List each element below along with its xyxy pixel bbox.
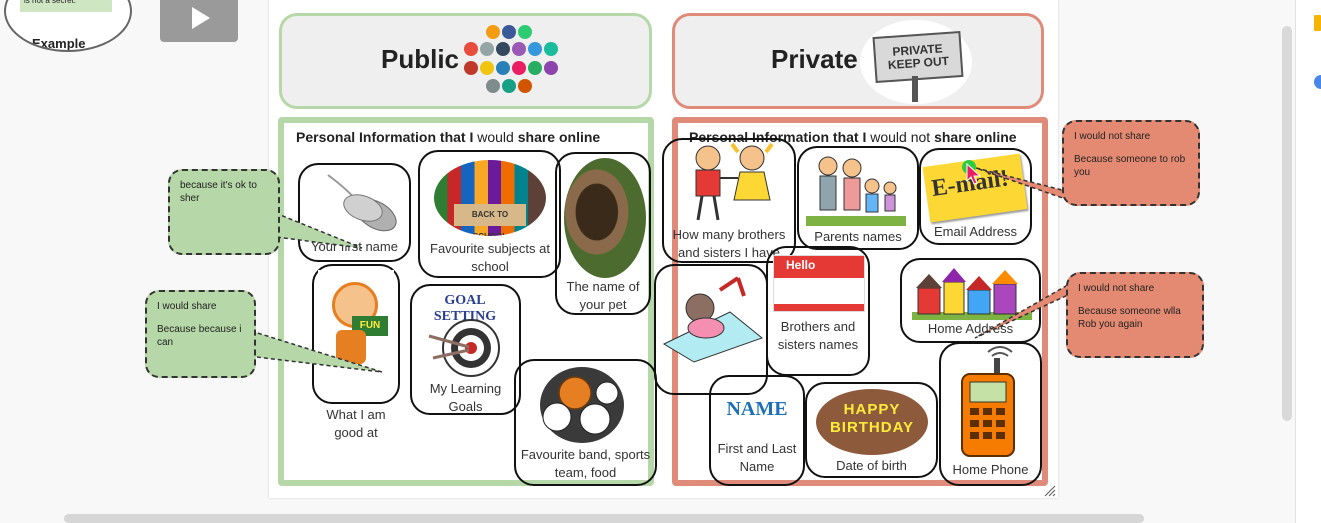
school-blocks-image: BACK TO SCHOOL	[434, 160, 546, 236]
card-siblings-count[interactable]	[662, 138, 796, 263]
card-pet-name[interactable]	[555, 152, 651, 315]
card-good-at-label: What I am good at	[326, 407, 386, 440]
houses-image	[912, 268, 1032, 320]
card-favourite-band[interactable]	[514, 359, 657, 486]
card-date-of-birth-label: Date of birth	[836, 458, 907, 473]
card-favourite-band-label: Favourite band, sports team, food	[520, 447, 651, 480]
card-first-last-name[interactable]	[709, 375, 805, 486]
card-home-phone[interactable]	[939, 342, 1042, 486]
vertical-scrollbar[interactable]	[1282, 26, 1292, 421]
card-pet-name-label: The name of your pet	[566, 279, 640, 312]
play-icon	[192, 7, 210, 29]
dog-tag-image	[327, 174, 397, 232]
card-siblings-names[interactable]	[766, 246, 870, 376]
public-panel-heading: Personal Information that I would share …	[296, 129, 601, 145]
fun-kid-image: FUN	[318, 270, 394, 366]
card-siblings-names-label: Brothers and sisters names	[777, 319, 859, 352]
resize-grip-icon[interactable]	[1042, 483, 1056, 497]
callout-red-rob-you[interactable]: I would not share Because someone to rob…	[1062, 120, 1200, 206]
goal-setting-text: GOAL SETTING	[433, 293, 497, 324]
card-email-address-label: Email Address	[933, 224, 1018, 239]
private-header[interactable]	[672, 13, 1044, 109]
public-title: Public	[381, 44, 460, 74]
mouse-pointer-icon	[966, 163, 982, 185]
card-first-name-label: Your first name	[311, 239, 398, 254]
happy-birthday-image: HAPPY BIRTHDAY	[816, 389, 928, 455]
horizontal-scrollbar[interactable]	[64, 514, 1144, 523]
card-learning-goals-label: My Learning Goals	[429, 381, 502, 414]
example-thumbnail-label: Example	[32, 36, 86, 51]
card-favourite-subjects-label: Favourite subjects at school	[430, 241, 550, 274]
callout-green-ok-to-share[interactable]: because it's ok to sher	[168, 169, 280, 255]
public-header[interactable]	[279, 13, 652, 109]
card-parents-names-label: Parents names	[814, 229, 902, 244]
sign-text: PRIVATE KEEP OUT	[872, 30, 964, 84]
social-media-icons	[464, 25, 558, 93]
private-title: Private	[771, 44, 858, 74]
name-letters-image: NAME	[726, 398, 788, 420]
two-kids-image	[695, 142, 774, 221]
card-home-address-label: Home Address	[927, 321, 1014, 336]
card-date-of-birth[interactable]	[805, 382, 938, 478]
card-favourite-subjects[interactable]	[418, 150, 561, 278]
callout-green-would-share[interactable]: I would share Because because i can	[145, 290, 256, 378]
private-panel-heading: Personal Information that I would not sh…	[689, 129, 1017, 145]
keep-icon[interactable]	[1314, 15, 1321, 31]
card-home-phone-label: Home Phone	[952, 462, 1029, 477]
family-image	[806, 156, 906, 226]
card-learning-goals[interactable]	[410, 284, 521, 415]
target-image	[428, 319, 500, 377]
keep-out-sign-image: PRIVATE KEEP OUT	[860, 20, 972, 104]
tasks-icon[interactable]	[1314, 75, 1321, 89]
card-first-last-name-label: First and Last Name	[717, 441, 797, 474]
callout-red-rob-again[interactable]: I would not share Because someone wlla R…	[1066, 272, 1204, 358]
writing-kid-image	[662, 276, 764, 363]
public-panel[interactable]	[278, 117, 654, 486]
pet-dog-cat-image	[564, 158, 646, 278]
example-thumbnail-text: this helps me connect with my audience a…	[20, 0, 112, 12]
play-button[interactable]	[160, 0, 238, 42]
card-siblings-count-label: How many brothers and sisters I have	[672, 227, 786, 260]
hello-name-tag-image: Hello	[773, 255, 865, 312]
phone-image	[961, 346, 1015, 457]
sports-balls-image	[540, 367, 624, 443]
